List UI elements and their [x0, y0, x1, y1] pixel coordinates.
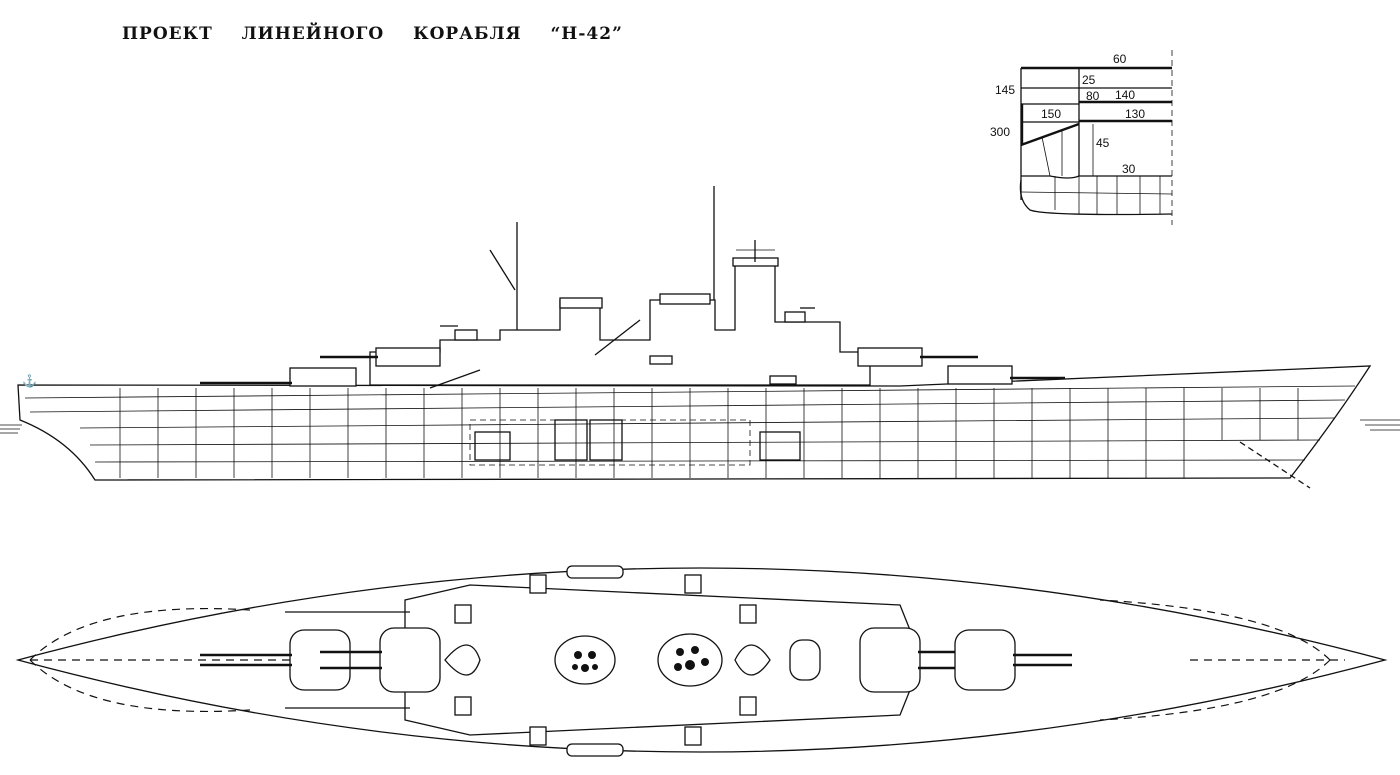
armor-label-25: 25: [1082, 73, 1096, 87]
armor-cross-section: 60 25 80 140 130 150 145 300 45 30: [990, 50, 1173, 225]
armor-label-300: 300: [990, 125, 1010, 139]
secondary-turrets-plan: [454, 574, 757, 746]
armor-label-60: 60: [1113, 52, 1127, 66]
drawing-title: ПРОЕКТ ЛИНЕЙНОГО КОРАБЛЯ “Н-42”: [122, 24, 623, 44]
secondary-turrets: [440, 307, 815, 385]
plan-turrets: [200, 627, 1072, 693]
armor-label-150: 150: [1041, 107, 1061, 121]
plan-view: [15, 565, 1388, 757]
superstructure: [369, 261, 871, 386]
armor-label-45: 45: [1096, 136, 1110, 150]
armor-label-140: 140: [1115, 88, 1135, 102]
armor-label-30: 30: [1122, 162, 1136, 176]
armor-label-80: 80: [1086, 89, 1100, 103]
side-profile: ⚓: [0, 186, 1400, 489]
armor-label-145: 145: [995, 83, 1015, 97]
svg-text:⚓: ⚓: [22, 374, 37, 388]
armor-label-130: 130: [1125, 107, 1145, 121]
main-turrets: [200, 347, 1065, 387]
